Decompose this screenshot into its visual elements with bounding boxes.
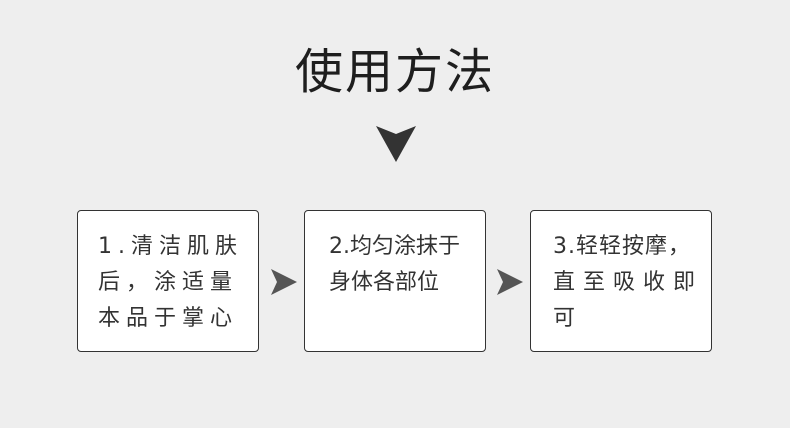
step-1-line-3: 本品于掌心 xyxy=(98,306,239,331)
step-3-line-1: 3.轻轻按摩， xyxy=(553,234,691,259)
step-box-3: 3.轻轻按摩， 直至吸收即 可 xyxy=(530,210,712,352)
right-arrow-icon xyxy=(497,269,523,295)
step-2-line-1: 2.均匀涂抹于 xyxy=(329,234,460,259)
right-arrow-icon xyxy=(271,269,297,295)
step-3-line-2: 直至吸收即 xyxy=(553,270,704,295)
down-arrow-icon xyxy=(376,126,416,162)
step-1-line-2: 后，涂适量 xyxy=(98,270,239,295)
step-3-line-3: 可 xyxy=(553,306,584,331)
step-1-line-1: 1.清洁肌肤 xyxy=(98,234,243,259)
step-box-1: 1.清洁肌肤 后，涂适量 本品于掌心 xyxy=(77,210,259,352)
page-title: 使用方法 xyxy=(294,44,495,100)
step-box-2: 2.均匀涂抹于 身体各部位 xyxy=(304,210,486,352)
step-2-line-2: 身体各部位 xyxy=(329,270,440,295)
